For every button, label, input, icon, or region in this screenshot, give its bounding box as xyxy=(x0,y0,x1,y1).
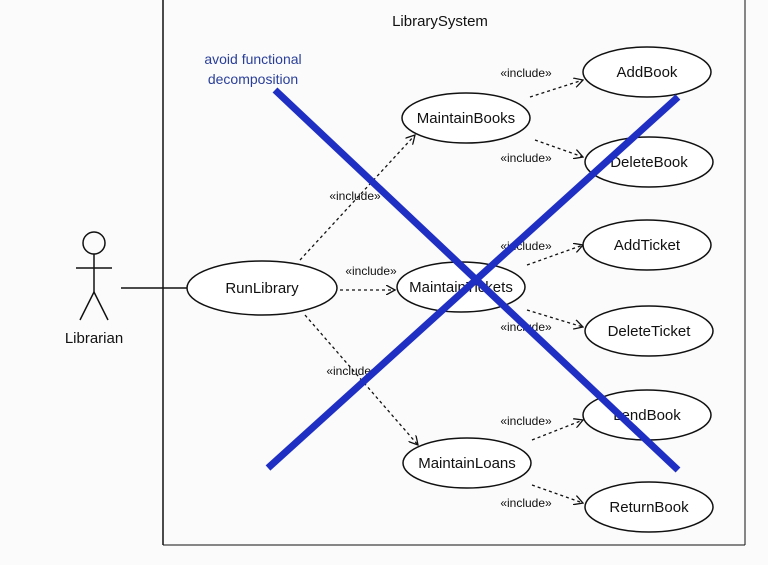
dep-run-to-books xyxy=(299,135,415,261)
usecase-add-ticket-label: AddTicket xyxy=(614,237,681,254)
usecase-run-library xyxy=(186,260,338,316)
actor-librarian xyxy=(76,231,112,321)
usecase-delete-book-label: DeleteBook xyxy=(610,154,688,171)
usecase-add-book-label: AddBook xyxy=(617,64,678,81)
dep-tickets-to-addticket xyxy=(526,245,583,266)
usecase-return-book-label: ReturnBook xyxy=(609,499,689,516)
usecase-maintain-books xyxy=(401,92,531,144)
include-label-books-add: «include» xyxy=(500,66,552,80)
usecase-maintain-books-label: MaintainBooks xyxy=(417,110,515,127)
usecase-delete-ticket-label: DeleteTicket xyxy=(608,323,692,340)
usecase-run-library-label: RunLibrary xyxy=(225,280,299,297)
actor-label: Librarian xyxy=(65,330,123,347)
usecase-maintain-loans-label: MaintainLoans xyxy=(418,455,516,472)
cross-stroke-2 xyxy=(265,94,681,471)
include-label-run-books: «include» xyxy=(329,189,381,203)
actor-head xyxy=(82,231,106,255)
include-label-loans-lend: «include» xyxy=(500,414,552,428)
note-line-2: decomposition xyxy=(208,71,298,87)
usecase-maintain-loans xyxy=(402,437,532,489)
actor-right-leg xyxy=(93,291,109,321)
include-label-books-delete: «include» xyxy=(500,151,552,165)
actor-left-leg xyxy=(79,291,95,321)
dep-books-to-add xyxy=(529,80,583,98)
system-title: LibrarySystem xyxy=(392,13,488,30)
usecase-lend-book-label: LendBook xyxy=(613,407,681,424)
include-label-loans-return: «include» xyxy=(500,496,552,510)
include-label-run-tickets: «include» xyxy=(345,264,397,278)
usecase-return-book xyxy=(584,481,714,533)
dep-books-to-delete xyxy=(534,139,583,157)
usecase-add-book xyxy=(582,46,712,98)
usecase-delete-ticket xyxy=(584,305,714,357)
note-line-1: avoid functional xyxy=(204,51,301,67)
usecase-add-ticket xyxy=(582,219,712,271)
dep-tickets-to-deleteticket xyxy=(526,309,583,327)
include-label-run-loans: «include» xyxy=(326,364,378,378)
